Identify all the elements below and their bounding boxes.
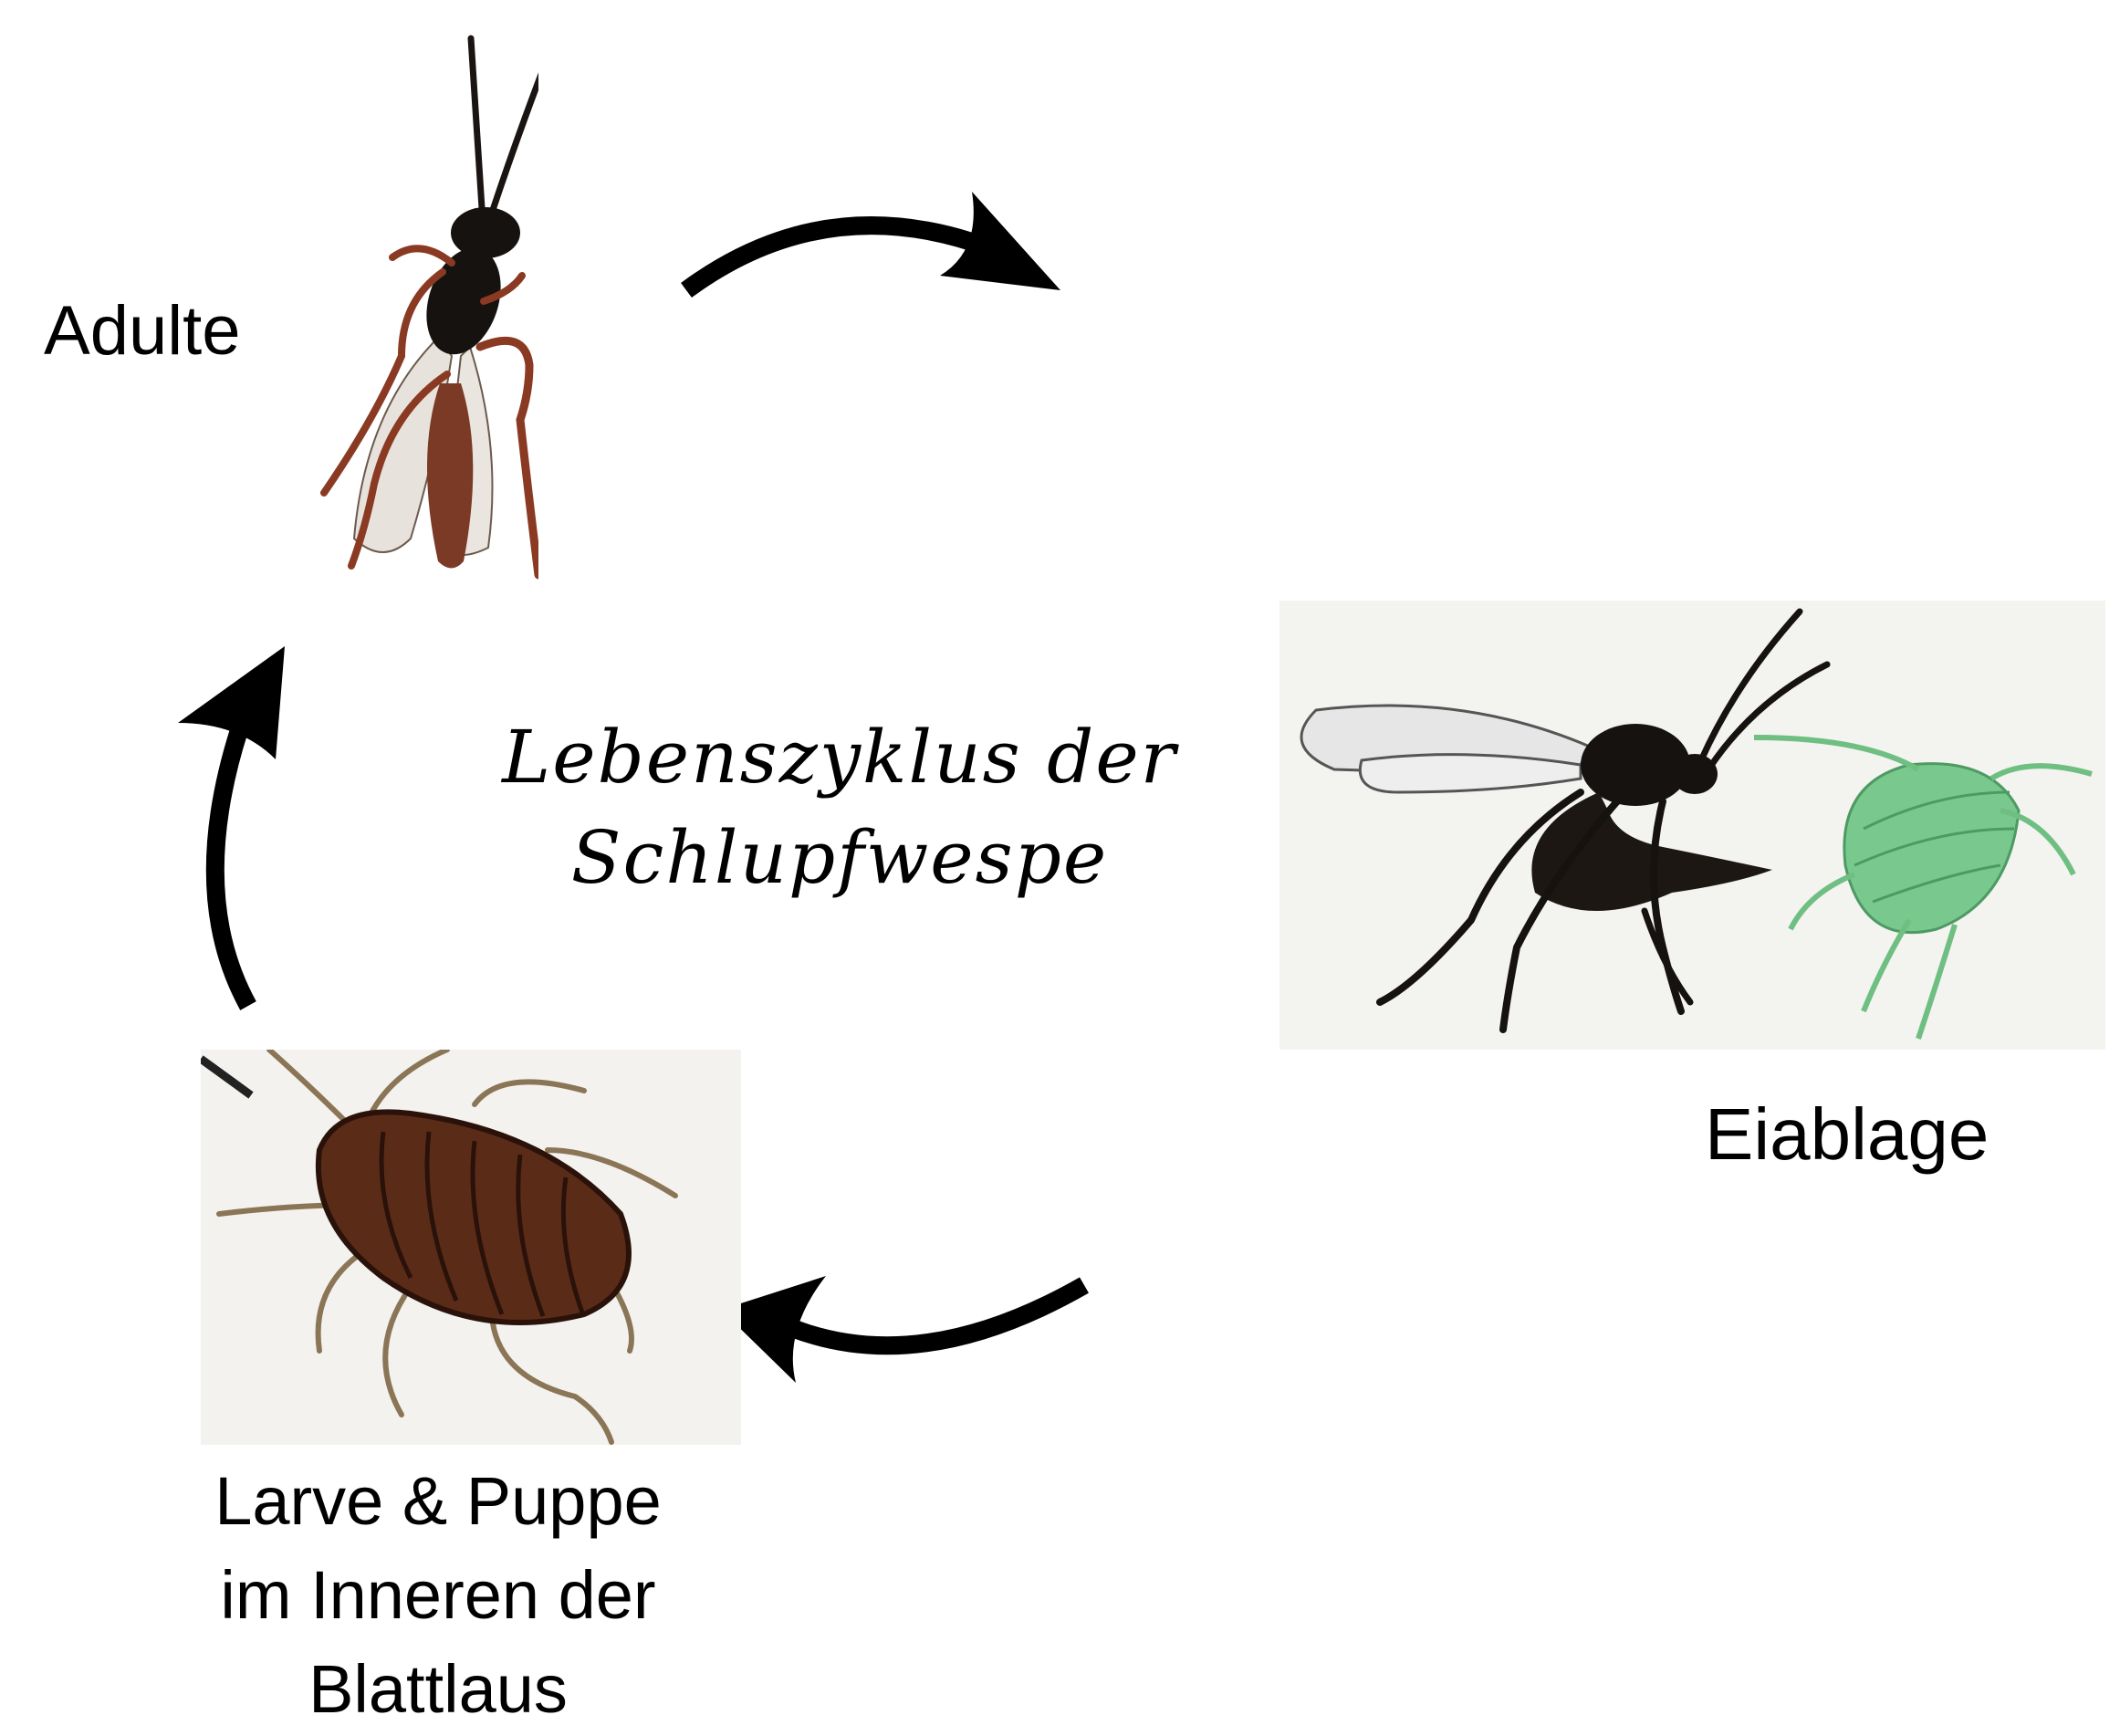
adult-wasp-icon [265, 27, 538, 593]
larva-pupa-stage-label: Larve & Puppe im Inneren der Blattlaus [178, 1454, 698, 1736]
larva-label-line-3: Blattlaus [178, 1642, 698, 1736]
arrow-larva-to-adult [178, 646, 285, 1006]
larva-pupa-image [201, 1050, 741, 1445]
adult-stage-label: Adulte [44, 290, 241, 372]
egg-laying-image [1279, 601, 2105, 1050]
arrow-egg-laying-to-larva [721, 1276, 1084, 1383]
ovipositing-wasp-icon [1279, 601, 2105, 1050]
adult-wasp-image [265, 27, 538, 593]
green-aphid-icon [1754, 737, 2092, 1039]
arrow-adult-to-egg-laying [686, 192, 1060, 290]
diagram-title: Lebenszyklus der Schlupfwespe [429, 707, 1250, 908]
life-cycle-diagram: Adulte Eiablage Larve & Puppe im Inneren… [0, 0, 2120, 1700]
larva-label-line-2: im Inneren der [178, 1548, 698, 1642]
egg-laying-stage-label: Eiablage [1705, 1092, 1989, 1177]
mummified-aphid-icon [201, 1050, 741, 1445]
title-line-1: Lebenszyklus der [429, 707, 1250, 808]
larva-label-line-1: Larve & Puppe [178, 1454, 698, 1548]
title-line-2: Schlupfwespe [429, 808, 1250, 908]
